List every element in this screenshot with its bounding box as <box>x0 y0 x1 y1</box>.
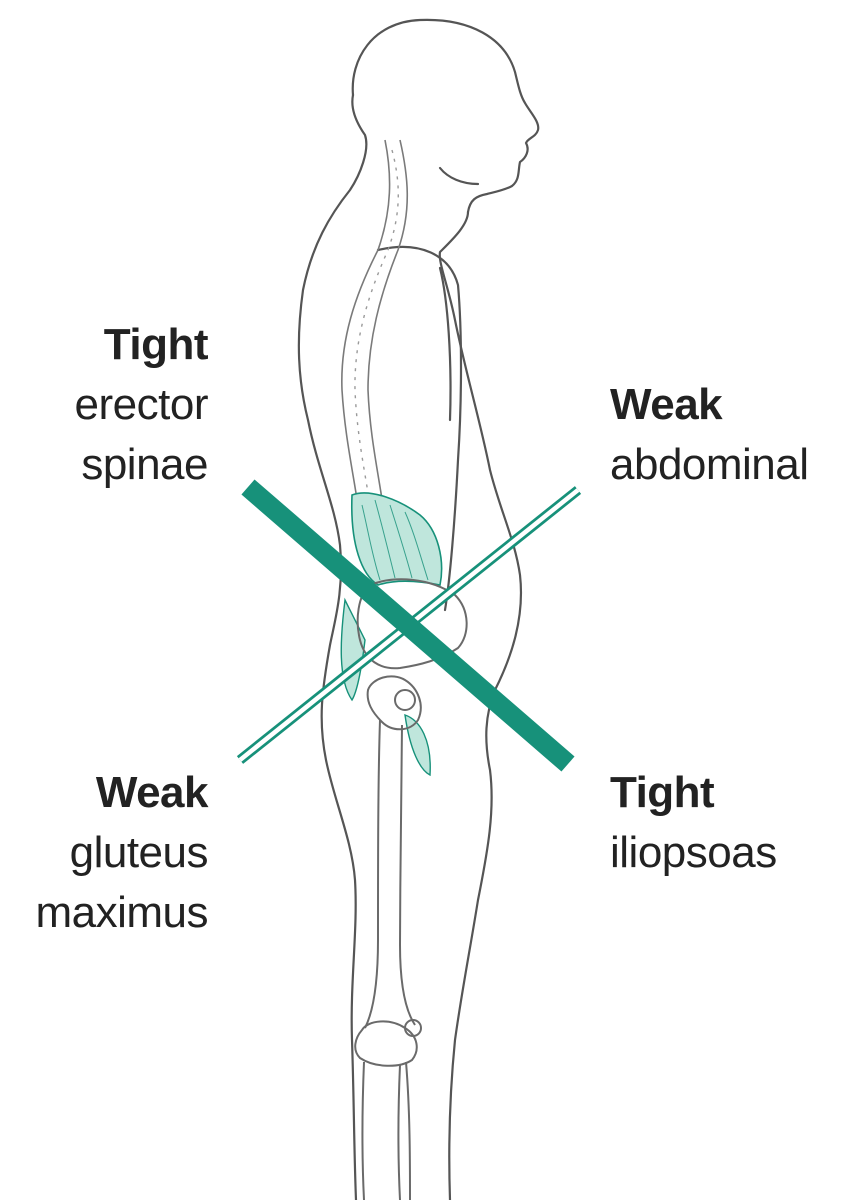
spine-vertebrae <box>354 149 399 521</box>
muscle-fibers <box>361 499 429 581</box>
label-heading: Weak <box>95 768 209 817</box>
arm-outline <box>376 245 463 612</box>
arm-inner-outline <box>438 266 452 422</box>
label-muscle-line1: gluteus <box>69 828 209 877</box>
chin-detail <box>438 166 480 186</box>
label-tight-iliopsoas: Tight iliopsoas <box>610 763 777 883</box>
hip-joint <box>366 675 422 731</box>
label-muscle-line1: erector <box>74 380 209 429</box>
label-muscle-line1: abdominal <box>610 440 809 489</box>
label-heading: Tight <box>610 768 715 817</box>
back-outline <box>297 93 368 1200</box>
spine-back-edge <box>341 139 391 521</box>
iliopsoas-muscle-shape <box>404 713 431 777</box>
label-weak-gluteus-maximus: Weak gluteus maximus <box>35 763 208 943</box>
label-weak-abdominal: Weak abdominal <box>610 375 809 495</box>
erector-muscle-shape <box>350 492 443 586</box>
spine <box>341 139 409 521</box>
skeleton <box>354 578 468 1200</box>
knee-joint <box>354 1020 418 1067</box>
head-outline <box>351 18 540 214</box>
label-muscle-line2: maximus <box>35 888 208 937</box>
femur-bone <box>364 719 416 1029</box>
tibia-bone <box>361 1061 401 1200</box>
label-muscle-line2: spinae <box>81 440 208 489</box>
label-heading: Tight <box>103 320 209 369</box>
label-heading: Weak <box>610 380 723 429</box>
tight-line <box>241 479 575 772</box>
front-outline <box>438 210 523 1200</box>
kneecap <box>404 1019 422 1037</box>
fibula-bone <box>405 1061 411 1200</box>
label-muscle-line1: iliopsoas <box>610 828 777 877</box>
label-tight-erector-spinae: Tight erector spinae <box>74 315 209 495</box>
spine-front-edge <box>367 139 409 521</box>
gluteus-muscle-shape <box>340 597 366 702</box>
femur-head <box>394 689 416 711</box>
body-outline <box>297 18 540 1200</box>
crossed-syndrome-lines <box>236 479 582 772</box>
